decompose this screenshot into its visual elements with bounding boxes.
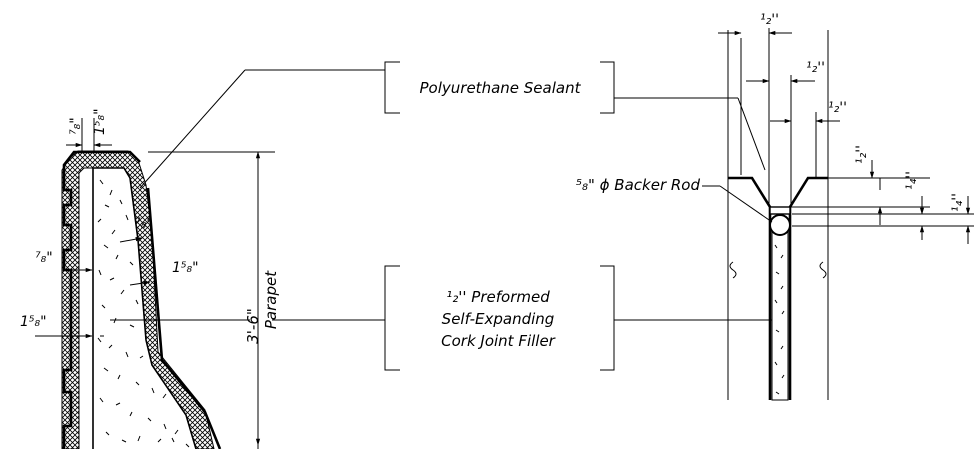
sealant-bead [769, 206, 791, 215]
parapet-outer-profile [62, 150, 141, 449]
parapet-height-dim: 3'-6" Parapet [110, 151, 280, 449]
parapet-top-dims: ⁷₈" 1⁵₈" [66, 108, 112, 152]
parapet-interior-dims: ⁷₈" ⁷₈" 1⁵₈" 1⁵₈" [20, 216, 199, 339]
dim-joint-1-4-a: ¹₄'' [904, 171, 920, 190]
sealant-label: Polyurethane Sealant [420, 79, 582, 97]
dim-inner-7-8-upper: ⁷₈" [135, 216, 153, 232]
parapet-section [61, 150, 222, 449]
sealant-callout: Polyurethane Sealant [139, 61, 766, 189]
dim-top-7-8: ⁷₈" [68, 117, 84, 135]
filler-label-line3: Cork Joint Filler [441, 332, 556, 350]
filler-speckle [774, 244, 785, 395]
parapet-label: Parapet [262, 270, 280, 329]
filler-label-line1: ¹₂'' Preformed [446, 288, 550, 306]
backer-rod-label: ⁵₈" ϕ Backer Rod [576, 176, 701, 194]
concrete-aggregate-pattern [97, 179, 190, 448]
dim-joint-1-2-b: ¹₂'' [806, 60, 825, 76]
parapet-front-face [146, 187, 222, 449]
dim-inner-1-5-8-left: 1⁵₈" [20, 314, 47, 330]
dim-inner-1-5-8-right: 1⁵₈" [172, 260, 199, 276]
parapet-height-value: 3'-6" [244, 308, 262, 344]
dim-joint-1-4-b: ¹₄'' [950, 193, 966, 212]
cork-filler [771, 231, 789, 401]
dim-top-1-5-8: 1⁵₈" [92, 108, 108, 135]
dim-joint-1-2-d: ¹₂'' [854, 145, 870, 164]
dim-joint-1-2-c: ¹₂'' [828, 100, 847, 116]
dim-inner-7-8-left: ⁷₈" [35, 250, 53, 266]
filler-callout: ¹₂'' Preformed Self-Expanding Cork Joint… [272, 265, 779, 371]
filler-label-line2: Self-Expanding [442, 310, 555, 328]
dim-joint-1-2-a: ¹₂'' [760, 12, 779, 28]
parapet-hatched-coating [61, 150, 215, 449]
joint-detail: ⁵₈" ϕ Backer Rod ¹₂'' ¹₂'' ¹₂'' ¹₂'' ¹₄'… [576, 12, 974, 401]
backer-rod [769, 214, 791, 236]
